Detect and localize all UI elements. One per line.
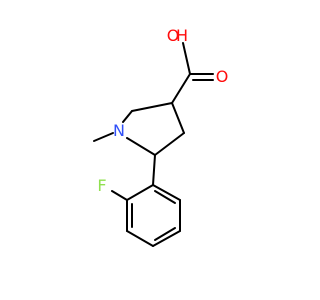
bond-ar3-ar4 bbox=[126, 230, 154, 247]
bond-c5-c4 bbox=[154, 132, 185, 156]
bond-c2-n1 bbox=[122, 110, 133, 123]
hydroxyl-hydrogen-label: H bbox=[176, 26, 188, 45]
bond-aromatic-inner-bottom bbox=[154, 227, 176, 241]
bond-ar4-ar5 bbox=[152, 230, 181, 247]
hydroxyl-oxygen-label: O bbox=[167, 26, 180, 45]
bond-aryl-fluorine bbox=[111, 190, 128, 201]
bond-aromatic-inner-top bbox=[154, 190, 176, 204]
bond-c3-carboxyl bbox=[171, 73, 191, 104]
carbonyl-oxygen-label: O bbox=[216, 67, 229, 86]
bond-c4-c3 bbox=[171, 102, 185, 134]
structure-canvas: O H O N F bbox=[0, 0, 300, 300]
bond-c3-c2 bbox=[131, 102, 173, 112]
canvas-background bbox=[0, 0, 300, 300]
bond-c5-aryl bbox=[152, 154, 156, 186]
bond-n1-methyl bbox=[93, 132, 114, 142]
bond-ar6-ar1 bbox=[152, 184, 181, 201]
molecule-drawing: O H O N F bbox=[0, 0, 300, 300]
fluorine-label: F bbox=[97, 176, 106, 195]
ring-nitrogen-label: N bbox=[113, 121, 125, 140]
bond-carboxyl-oh bbox=[182, 42, 191, 75]
bond-ar1-ar2 bbox=[126, 184, 154, 201]
bond-n1-c5 bbox=[126, 137, 156, 156]
